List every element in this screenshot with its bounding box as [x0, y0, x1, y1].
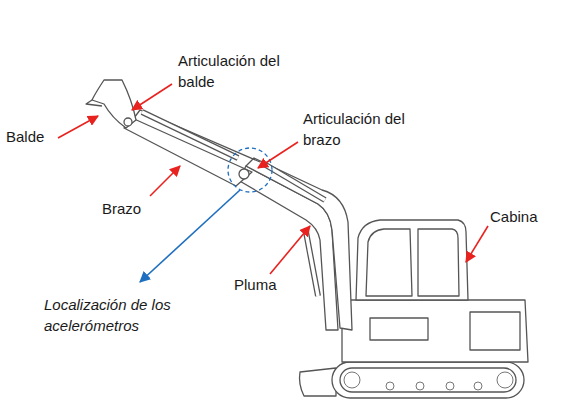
bucket-joint	[124, 118, 132, 126]
sensor-location-label: Localización de los acelerómetros	[44, 294, 249, 336]
upper-body	[342, 300, 528, 362]
cab-door-window	[366, 229, 412, 296]
part-label: Pluma	[234, 274, 294, 295]
sensor-region	[228, 148, 272, 192]
leader-arrow	[58, 116, 98, 138]
part-label: Articulación del balde	[178, 50, 313, 92]
engine-cover	[470, 312, 520, 350]
dozer-blade	[300, 368, 337, 396]
bucket	[92, 80, 136, 128]
arm-joint	[239, 169, 249, 179]
part-label: Balde	[6, 126, 66, 147]
part-label: Cabina	[490, 206, 560, 227]
leader-arrow	[132, 84, 172, 110]
leader-arrow	[140, 190, 240, 282]
track	[332, 362, 524, 398]
cab	[356, 220, 468, 300]
leader-arrow	[258, 142, 298, 168]
leader-arrow	[270, 226, 310, 274]
boom-back	[246, 158, 352, 330]
leader-arrow	[466, 226, 488, 262]
track-inner	[340, 368, 516, 392]
leader-arrow	[150, 166, 180, 196]
cab-side-window	[418, 229, 459, 296]
part-label: Brazo	[102, 198, 162, 219]
part-label: Articulación del brazo	[303, 108, 443, 150]
step-panel	[370, 318, 428, 340]
arm	[124, 118, 252, 186]
